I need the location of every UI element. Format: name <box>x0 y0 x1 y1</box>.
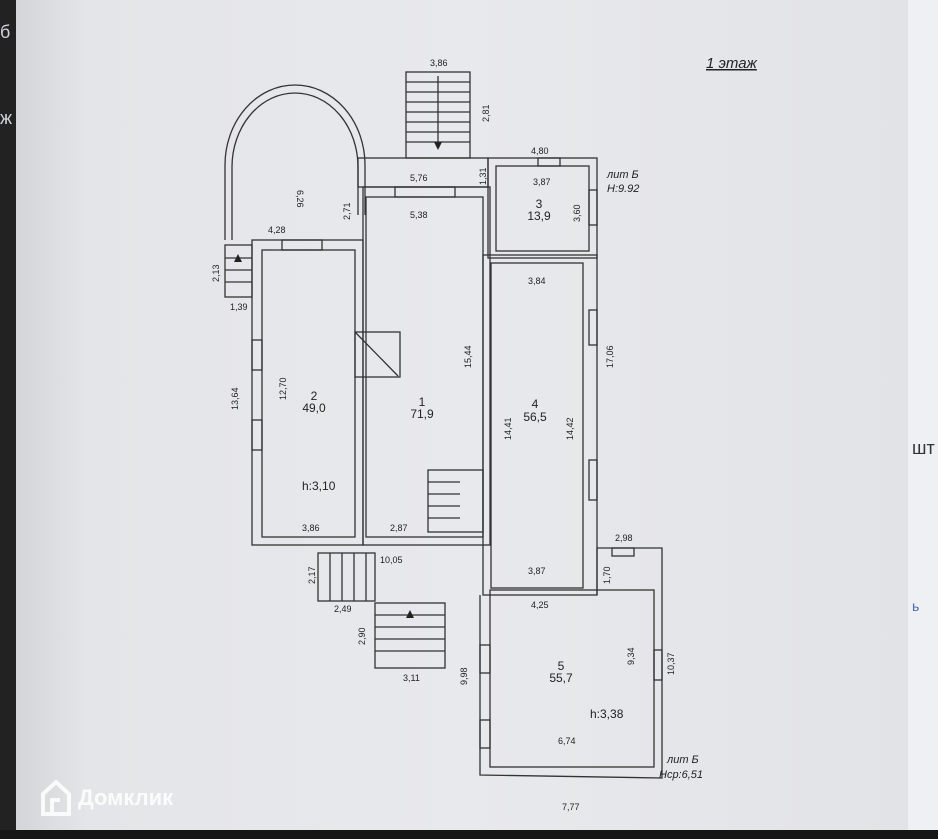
arrow-up-icon <box>234 254 242 262</box>
room-area: 13,9 <box>527 209 551 223</box>
svg-text:3,86: 3,86 <box>430 58 448 68</box>
svg-text:3,84: 3,84 <box>528 276 546 286</box>
house-logo-icon <box>41 780 71 816</box>
lit-label: лит Б <box>666 754 699 766</box>
plan-title: 1 этаж <box>706 55 758 72</box>
room-number: 5 <box>558 659 565 673</box>
stair-steps <box>406 76 470 143</box>
svg-text:4,80: 4,80 <box>531 146 549 156</box>
svg-text:6,74: 6,74 <box>558 736 576 746</box>
svg-text:3,86: 3,86 <box>302 523 320 533</box>
svg-text:2,49: 2,49 <box>334 604 352 614</box>
room-area: 49,0 <box>302 401 326 415</box>
svg-text:2,71: 2,71 <box>342 202 352 220</box>
svg-text:6,26: 6,26 <box>295 190 305 208</box>
room-number: 4 <box>532 397 539 411</box>
edge-text: ж <box>0 108 13 128</box>
svg-text:4,28: 4,28 <box>268 225 286 235</box>
left-edge <box>0 0 16 839</box>
room-area: 55,7 <box>549 671 573 685</box>
room-number: 2 <box>311 389 318 403</box>
room-number: 1 <box>419 395 426 409</box>
svg-text:3,60: 3,60 <box>572 204 582 222</box>
ceiling-height: h:3,10 <box>302 479 336 493</box>
edge-text: шт <box>912 438 935 458</box>
room-area: 71,9 <box>410 407 434 421</box>
floor-plan-image <box>16 0 908 830</box>
dimensions: 3,86 2,81 6,26 2,71 5,76 1,31 5,38 4,80 … <box>211 58 676 812</box>
svg-text:9,98: 9,98 <box>459 667 469 685</box>
arrow-up-icon <box>406 610 414 618</box>
svg-text:3,87: 3,87 <box>528 566 546 576</box>
svg-text:5,38: 5,38 <box>410 210 428 220</box>
svg-text:2,13: 2,13 <box>211 264 221 282</box>
svg-text:12,70: 12,70 <box>278 377 288 400</box>
lit-value: Н:9.92 <box>607 183 639 195</box>
svg-text:3,11: 3,11 <box>403 673 420 683</box>
edge-text: ь <box>912 598 920 614</box>
svg-text:10,05: 10,05 <box>380 555 403 565</box>
svg-text:1,31: 1,31 <box>478 167 488 185</box>
svg-text:1,39: 1,39 <box>230 302 248 312</box>
svg-text:5,76: 5,76 <box>410 173 428 183</box>
lit-value: Нср:6,51 <box>659 769 703 781</box>
svg-text:2,90: 2,90 <box>357 627 367 645</box>
right-edge <box>908 0 938 839</box>
ceiling-height: h:3,38 <box>590 707 624 721</box>
svg-text:17,06: 17,06 <box>605 345 615 368</box>
bay-wall <box>224 84 366 240</box>
svg-text:9,34: 9,34 <box>626 647 636 665</box>
svg-text:3,87: 3,87 <box>533 177 551 187</box>
svg-text:15,44: 15,44 <box>463 345 473 368</box>
svg-text:2,87: 2,87 <box>390 523 408 533</box>
room-area: 56,5 <box>523 410 547 424</box>
svg-text:14,42: 14,42 <box>565 417 575 440</box>
svg-text:2,17: 2,17 <box>307 566 317 584</box>
domclick-watermark: Домклик <box>40 780 173 816</box>
edge-text: б <box>0 22 11 42</box>
svg-text:14,41: 14,41 <box>503 417 513 440</box>
svg-text:13,64: 13,64 <box>230 387 240 410</box>
svg-text:2,98: 2,98 <box>615 533 633 543</box>
arrow-down-icon <box>434 142 442 150</box>
svg-text:1,70: 1,70 <box>602 566 612 584</box>
bottom-bar <box>0 830 938 839</box>
lit-label: лит Б <box>606 169 639 181</box>
svg-text:4,25: 4,25 <box>531 600 549 610</box>
svg-text:10,37: 10,37 <box>666 652 676 675</box>
svg-text:2,81: 2,81 <box>481 104 491 122</box>
svg-text:7,77: 7,77 <box>562 802 580 812</box>
room-number: 3 <box>536 197 543 211</box>
watermark-text: Домклик <box>78 785 174 810</box>
